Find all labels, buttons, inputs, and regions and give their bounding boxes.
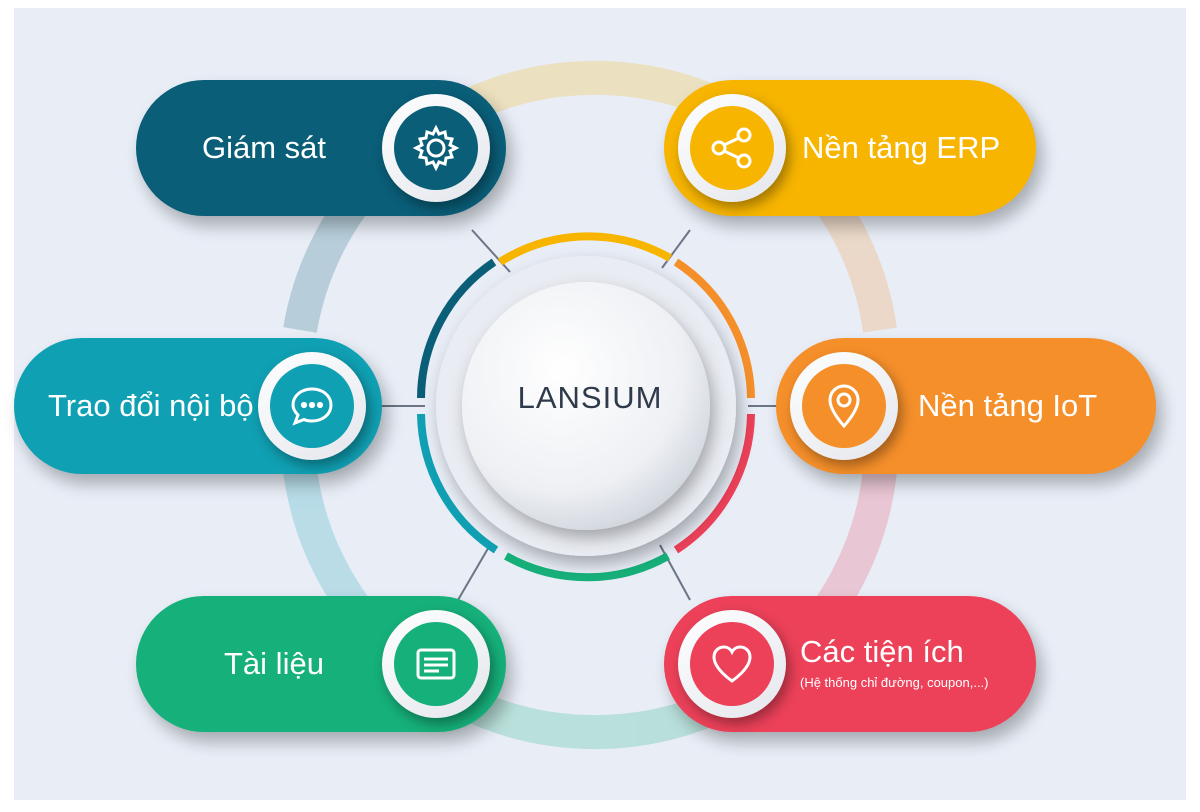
node-cac-tien-ich-badge (678, 610, 786, 718)
node-trao-doi-noi-bo-badge (258, 352, 366, 460)
node-erp[interactable]: Nền tảng ERP (664, 80, 1036, 216)
location-pin-icon (828, 384, 860, 429)
node-iot[interactable]: Nền tảng IoT (776, 338, 1156, 474)
node-cac-tien-ich-sublabel: (Hệ thống chỉ đường, coupon,...) (800, 675, 989, 690)
node-giam-sat-badge-inner (394, 106, 478, 190)
node-trao-doi-noi-bo-badge-inner (270, 364, 354, 448)
node-iot-badge-inner (802, 364, 886, 448)
node-erp-badge (678, 94, 786, 202)
node-erp-badge-inner (690, 106, 774, 190)
hub-inner-disc (462, 282, 710, 530)
node-cac-tien-ich-label: Các tiện ích (800, 634, 964, 669)
share-icon (711, 127, 752, 169)
hub-colored-ring (417, 232, 755, 582)
heart-icon (712, 645, 752, 683)
node-iot-badge (790, 352, 898, 460)
document-icon (416, 648, 456, 680)
chat-bubble-icon (291, 387, 333, 426)
hub-label: LANSIUM (517, 380, 663, 415)
node-tai-lieu-badge (382, 610, 490, 718)
node-iot-label: Nền tảng IoT (918, 388, 1098, 423)
node-tai-lieu-badge-inner (394, 622, 478, 706)
node-giam-sat[interactable]: Giám sát (136, 80, 506, 216)
node-cac-tien-ich[interactable]: Các tiện ích (Hệ thống chỉ đường, coupon… (664, 596, 1036, 732)
gear-icon (412, 124, 460, 172)
node-giam-sat-badge (382, 94, 490, 202)
node-erp-label: Nền tảng ERP (802, 130, 1001, 165)
node-trao-doi-noi-bo[interactable]: Trao đổi nội bộ (14, 338, 382, 474)
node-cac-tien-ich-badge-inner (690, 622, 774, 706)
node-tai-lieu[interactable]: Tài liệu (136, 596, 506, 732)
node-tai-lieu-label: Tài liệu (224, 646, 324, 681)
node-trao-doi-noi-bo-label: Trao đổi nội bộ (48, 388, 254, 423)
node-giam-sat-label: Giám sát (202, 130, 327, 165)
